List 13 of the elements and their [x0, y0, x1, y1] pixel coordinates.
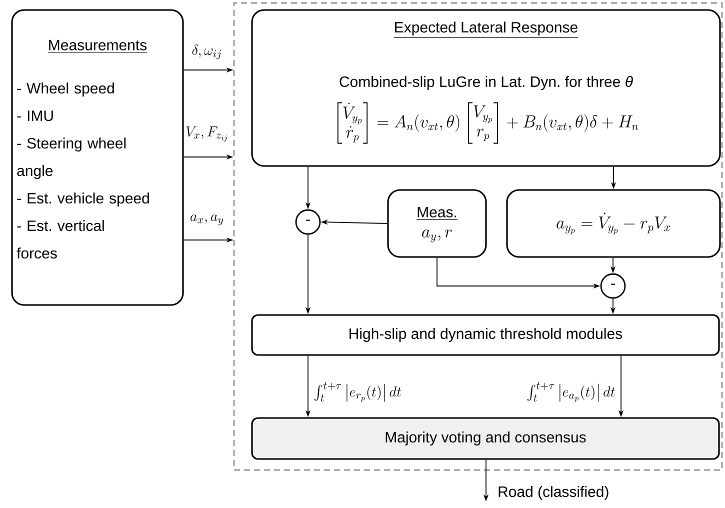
equation-box: $a_{y_p} = \dot{V}_{y_p} - r_p V_x$: [506, 189, 721, 258]
process-box: Majority voting and consensus: [251, 417, 720, 460]
model-box: Expected Lateral Response Combined-slip LuGre in Lat. Dyn. for three θ $\begin{bmatrix}\dot{V}_{y_p}\\ \dot{r}_p\end{bmatrix} = A_n(v_{xt},\theta)\begin{bmatrix}V_{y_p}\\ r_p\end{bmatrix} + B_n(v_{xt},\theta)\delta + H_n$: [251, 9, 721, 167]
edge-label: $\int_t^{t+\tau}\left|e_{r_p}(t)\right|dt$: [312, 381, 403, 403]
edge-label: $V_x, F_{z_{ij}}$: [184, 126, 230, 142]
dashed-region: [233, 2, 723, 471]
measurements-box: Measurements - Wheel speed - IMU - Steering wheel angle - Est. vehicle speed - Est. vertical forces: [11, 9, 184, 306]
measurement-box: Meas. $a_y, r$: [387, 189, 487, 258]
edge-label: $\delta, \omega_{ij}$: [190, 44, 224, 60]
edge-label: $\int_t^{t+\tau}\left|e_{a_p}(t)\right|dt$: [526, 381, 616, 403]
output-text: Road (classified): [498, 486, 608, 500]
process-box: High-slip and dynamic threshold modules: [251, 314, 720, 356]
edge-label: $a_x, a_y$: [188, 214, 226, 226]
